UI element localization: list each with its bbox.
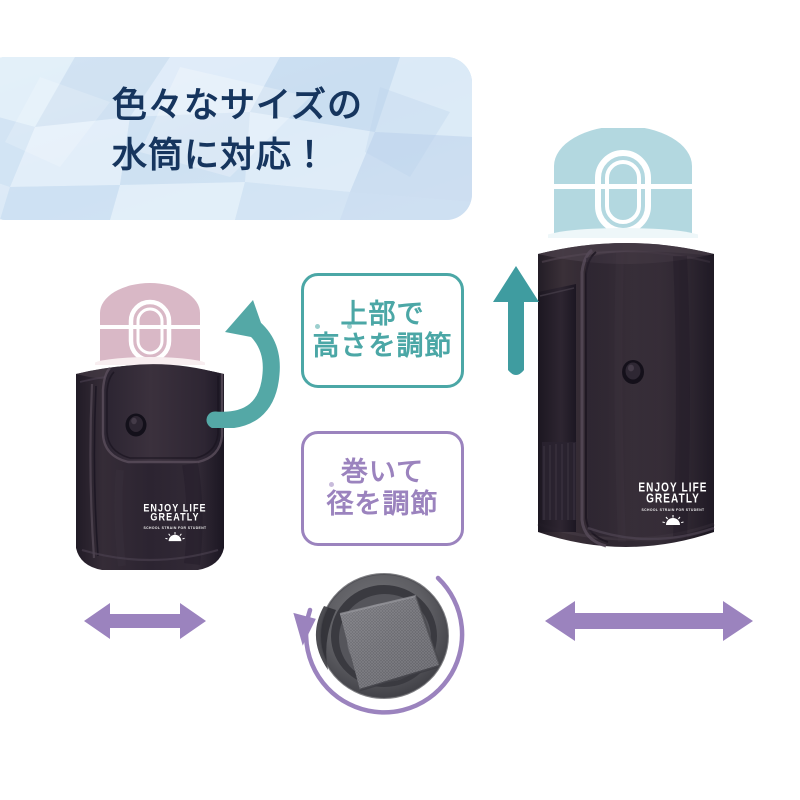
bottle-cap-right [548,128,698,238]
height-up-arrow [487,258,545,380]
banner-line-2: 水筒に対応！ [112,135,329,175]
banner-title: 色々なサイズの 水筒に対応！ [112,81,363,180]
callout-height-line-2: 高さを調節 [312,323,453,361]
bottle-pouch-left: ENJOY LIFE GREATLY SCHOOL STRAIN FOR STU… [70,352,230,574]
bottle-cap-left [95,283,205,365]
bottle-pouch-right: ENJOY LIFE GREATLY SCHOOL STRAIN FOR STU… [530,232,722,562]
width-arrow-right [545,595,753,647]
velcro-detail-photo [288,548,484,726]
callout-height-line-1: 上部で [340,298,425,329]
width-arrow-left [84,597,206,645]
callout-diameter-line-2: 径を調節 [326,481,439,519]
banner-line-1: 色々なサイズの [112,86,363,125]
callout-diameter-adjust: 巻いて 径を調節 [301,431,464,546]
flap-open-arrow [205,288,285,428]
callout-height-adjust: 上部で 高さを調節 [301,273,464,388]
callout-diameter-line-1: 巻いて [340,456,425,487]
banner-polygon-texture [0,57,472,220]
header-banner: 色々なサイズの 水筒に対応！ [0,57,472,220]
